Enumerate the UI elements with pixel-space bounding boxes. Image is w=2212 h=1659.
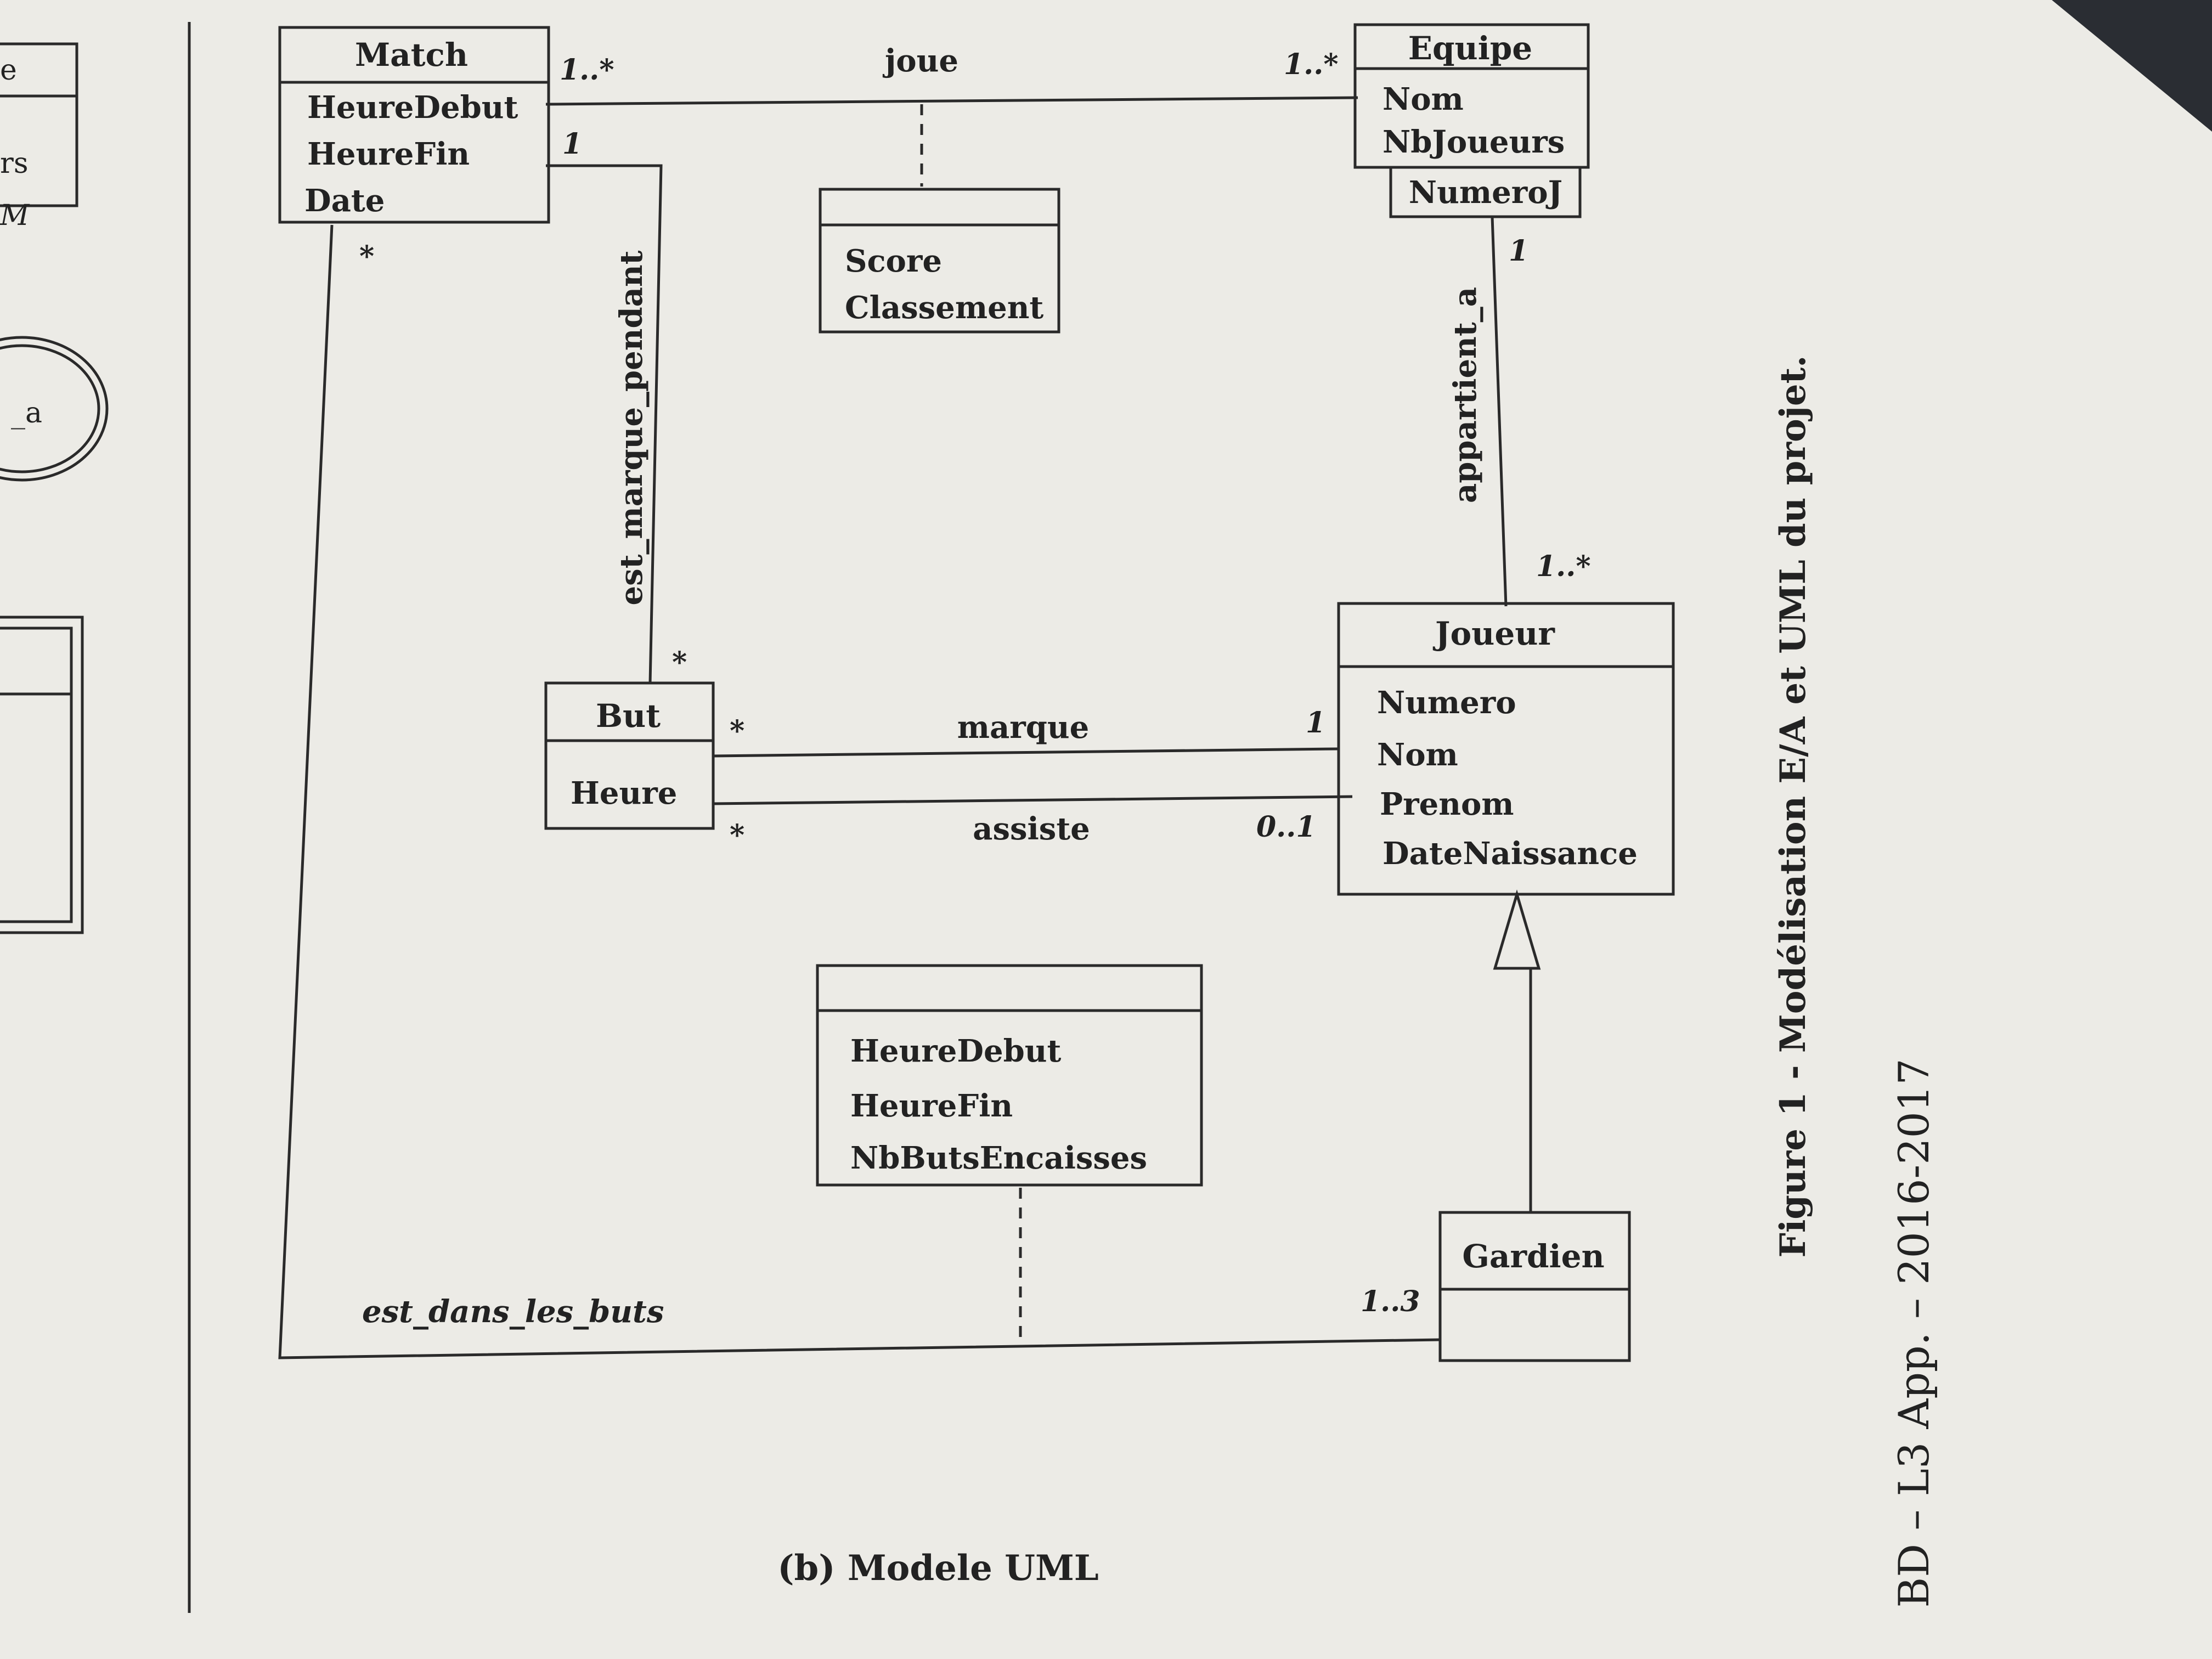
mult-emp-but: *	[672, 646, 687, 679]
mult-assiste-but: *	[730, 819, 744, 852]
mult-joue-equipe: 1..*	[1284, 48, 1339, 81]
class-score: Score Classement	[819, 188, 1060, 334]
assoc-assiste-label: assiste	[973, 811, 1090, 847]
class-periode-attr: NbButsEncaisses	[850, 1140, 1147, 1176]
fragment-a: _a	[11, 397, 42, 430]
class-joueur-attr: Prenom	[1380, 786, 1514, 822]
est-marque-pendant-line	[546, 164, 663, 684]
class-but-attr: Heure	[571, 775, 677, 811]
class-periode-attr: HeureDebut	[850, 1033, 1061, 1069]
class-gardien-name: Gardien	[1462, 1238, 1604, 1275]
mult-marque-but: *	[730, 714, 744, 748]
equipe-qualifier-box	[1389, 166, 1582, 218]
class-equipe: Equipe Nom NbJoueurs NumeroJ	[1353, 23, 1590, 218]
assoc-appartient-a-label: appartient_a	[1447, 287, 1483, 503]
fragment-rs: rs	[0, 147, 29, 180]
association-lines	[278, 96, 1541, 1359]
class-equipe-attr: Nom	[1383, 81, 1464, 117]
class-match-attr: HeureFin	[307, 136, 470, 172]
class-joueur: Joueur Numero Nom Prenom DateNaissance	[1337, 602, 1675, 896]
mult-assiste-joueur: 0..1	[1256, 810, 1316, 844]
mult-joue-match: 1..*	[560, 53, 614, 87]
page-footer: BD – L3 App. – 2016-2017	[1889, 1058, 1938, 1607]
mult-marque-joueur: 1	[1306, 706, 1325, 740]
class-score-attr: Score	[845, 243, 942, 279]
marque-line	[712, 747, 1339, 758]
joue-line	[545, 96, 1358, 106]
class-joueur-attr: Numero	[1377, 685, 1516, 721]
equipe-qualifier: NumeroJ	[1409, 174, 1562, 211]
association-labels: joue est_marque_pendant appartient_a mar…	[362, 43, 1483, 1330]
figure-caption: Figure 1 - Modélisation E/A et UML du pr…	[1773, 356, 1814, 1258]
class-match-name: Match	[355, 36, 468, 74]
class-periode-attr: HeureFin	[850, 1088, 1013, 1124]
class-but-name: But	[596, 697, 661, 735]
mult-emp-match: 1	[562, 127, 582, 161]
appartient-a-line	[1491, 216, 1508, 607]
assoc-joue-label: joue	[882, 43, 958, 79]
diagram-caption: (b) Modele UML	[777, 1548, 1099, 1589]
fragment-m: M	[0, 199, 30, 232]
class-but: But Heure	[544, 681, 715, 830]
class-joueur-attr: Nom	[1377, 737, 1458, 773]
multiplicities: 1..* 1..* 1 * 1 1..* * 1 * 0..1 * 1..3	[359, 48, 1591, 1318]
class-match-attr: Date	[304, 183, 385, 219]
mult-edlb-match: *	[359, 240, 374, 273]
class-periode: HeureDebut HeureFin NbButsEncaisses	[816, 964, 1203, 1187]
assiste-line	[712, 795, 1353, 805]
fragment-e: e	[0, 54, 17, 87]
class-match-attr: HeureDebut	[307, 89, 518, 126]
assoc-est-dans-les-buts-label: est_dans_les_buts	[362, 1294, 664, 1330]
class-joueur-attr: DateNaissance	[1383, 836, 1638, 872]
class-equipe-name: Equipe	[1408, 30, 1532, 67]
mult-edlb-gardien: 1..3	[1361, 1285, 1420, 1318]
class-score-attr: Classement	[845, 290, 1043, 326]
class-equipe-attr: NbJoueurs	[1383, 124, 1565, 160]
mult-appartient-joueur: 1..*	[1536, 550, 1591, 583]
class-match: Match HeureDebut HeureFin Date	[278, 26, 550, 224]
inheritance-arrow-icon	[1493, 889, 1541, 970]
assoc-est-marque-pendant-label: est_marque_pendant	[613, 250, 650, 605]
est-dans-les-buts-line	[278, 224, 1441, 1359]
class-gardien: Gardien	[1438, 1211, 1631, 1362]
assoc-marque-label: marque	[957, 709, 1090, 746]
mult-appartient-equipe: 1	[1509, 234, 1528, 268]
class-joueur-name: Joueur	[1432, 615, 1555, 652]
left-page-fragment: e rs M _a	[0, 22, 191, 1613]
